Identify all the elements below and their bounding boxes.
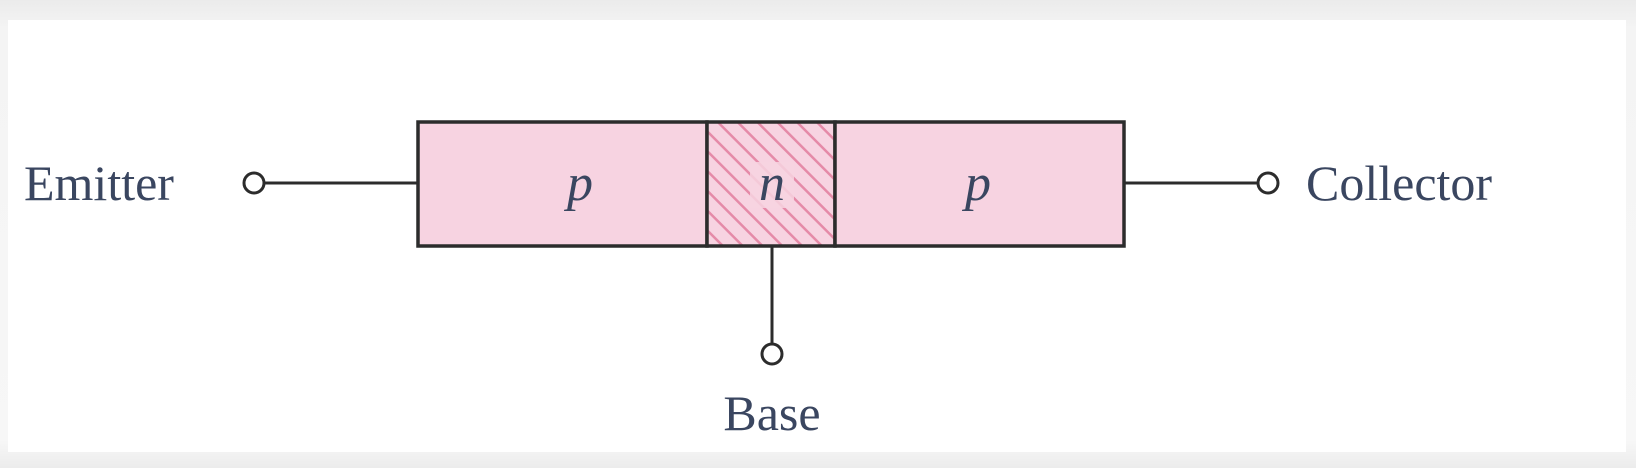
emitter-p-region: [416, 120, 709, 248]
base-region-label: n: [759, 155, 785, 212]
base-label-backdrop: [750, 162, 794, 208]
collector-terminal: [1256, 171, 1280, 195]
base-label: Base: [723, 385, 820, 441]
collector-p-region: [833, 120, 1126, 248]
emitter-label: Emitter: [24, 155, 174, 211]
base-terminal: [760, 342, 784, 366]
collector-label: Collector: [1306, 155, 1492, 211]
emitter-terminal: [242, 171, 266, 195]
collector-region-label: p: [961, 155, 991, 212]
emitter-region-label: p: [563, 155, 593, 212]
